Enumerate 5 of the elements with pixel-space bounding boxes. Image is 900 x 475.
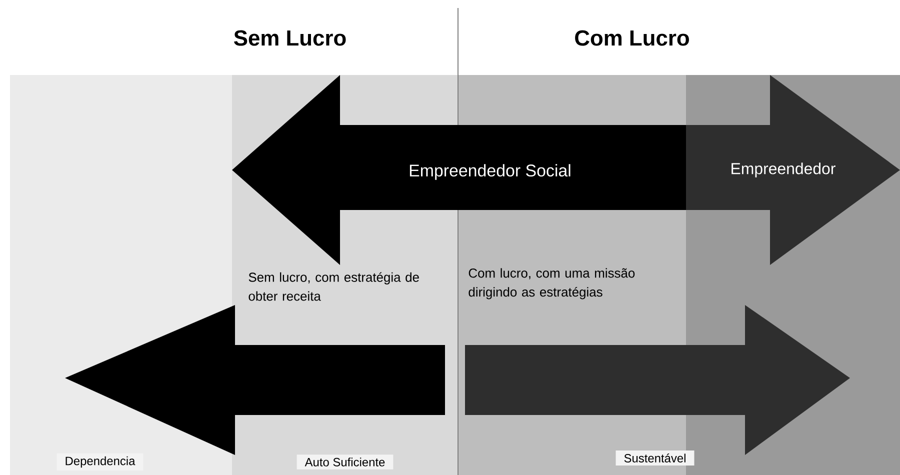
label-box: Sustentável	[616, 450, 694, 466]
label-box: Dependencia	[56, 453, 144, 471]
heading: Com Lucro	[575, 30, 689, 46]
label-box: Auto Suficiente	[296, 454, 394, 470]
heading: Sem Lucro	[234, 30, 346, 46]
